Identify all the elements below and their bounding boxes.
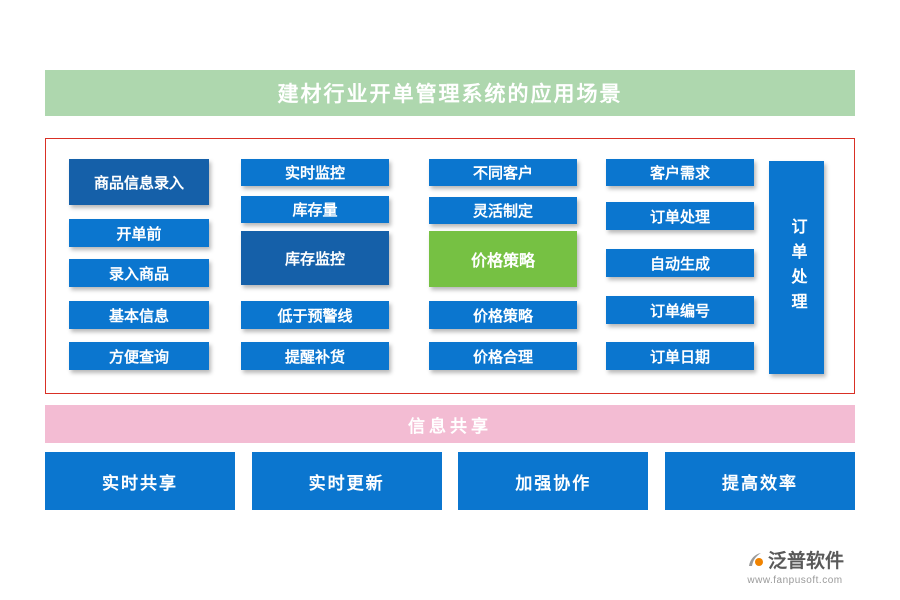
block-price-strategy-main: 价格策略 (429, 231, 577, 287)
fanpu-logo-icon (746, 551, 764, 569)
brand-name[interactable]: 泛普软件 (767, 551, 844, 572)
block-order-processing: 订单处理 (606, 202, 754, 230)
block-below-warning-line: 低于预警线 (241, 301, 389, 329)
block-stock-monitor: 库存监控 (241, 231, 389, 285)
page-title: 建材行业开单管理系统的应用场景 (45, 70, 855, 116)
share-banner: 信息共享 (45, 405, 855, 443)
block-order-number: 订单编号 (606, 296, 754, 324)
block-basic-info: 基本信息 (69, 301, 209, 329)
brand-footer: 泛普软件 www.fanpusoft.com (710, 546, 880, 586)
block-price-strategy: 价格策略 (429, 301, 577, 329)
brand-url[interactable]: www.fanpusoft.com (747, 575, 843, 586)
block-realtime-update: 实时更新 (251, 452, 442, 510)
block-realtime-monitor: 实时监控 (241, 159, 389, 186)
scenario-section: 商品信息录入 开单前 录入商品 基本信息 方便查询 实时监控 库存量 库存监控 … (45, 138, 855, 394)
block-enhance-collaboration: 加强协作 (458, 452, 649, 510)
block-before-billing: 开单前 (69, 219, 209, 247)
block-customer-demand: 客户需求 (606, 159, 754, 186)
block-realtime-share: 实时共享 (45, 452, 235, 510)
block-product-info-entry: 商品信息录入 (69, 159, 209, 205)
block-stock-level: 库存量 (241, 196, 389, 223)
block-easy-query: 方便查询 (69, 342, 209, 370)
block-flexible-setting: 灵活制定 (429, 197, 577, 224)
block-improve-efficiency: 提高效率 (664, 452, 855, 510)
block-different-customers: 不同客户 (429, 159, 577, 186)
block-enter-product: 录入商品 (69, 259, 209, 287)
block-reasonable-price: 价格合理 (429, 342, 577, 370)
block-order-date: 订单日期 (606, 342, 754, 370)
block-replenish-reminder: 提醒补货 (241, 342, 389, 370)
block-order-processing-vertical: 订单处理 (769, 161, 824, 374)
benefit-row: 实时共享 实时更新 加强协作 提高效率 (45, 452, 855, 510)
block-auto-generate: 自动生成 (606, 249, 754, 277)
